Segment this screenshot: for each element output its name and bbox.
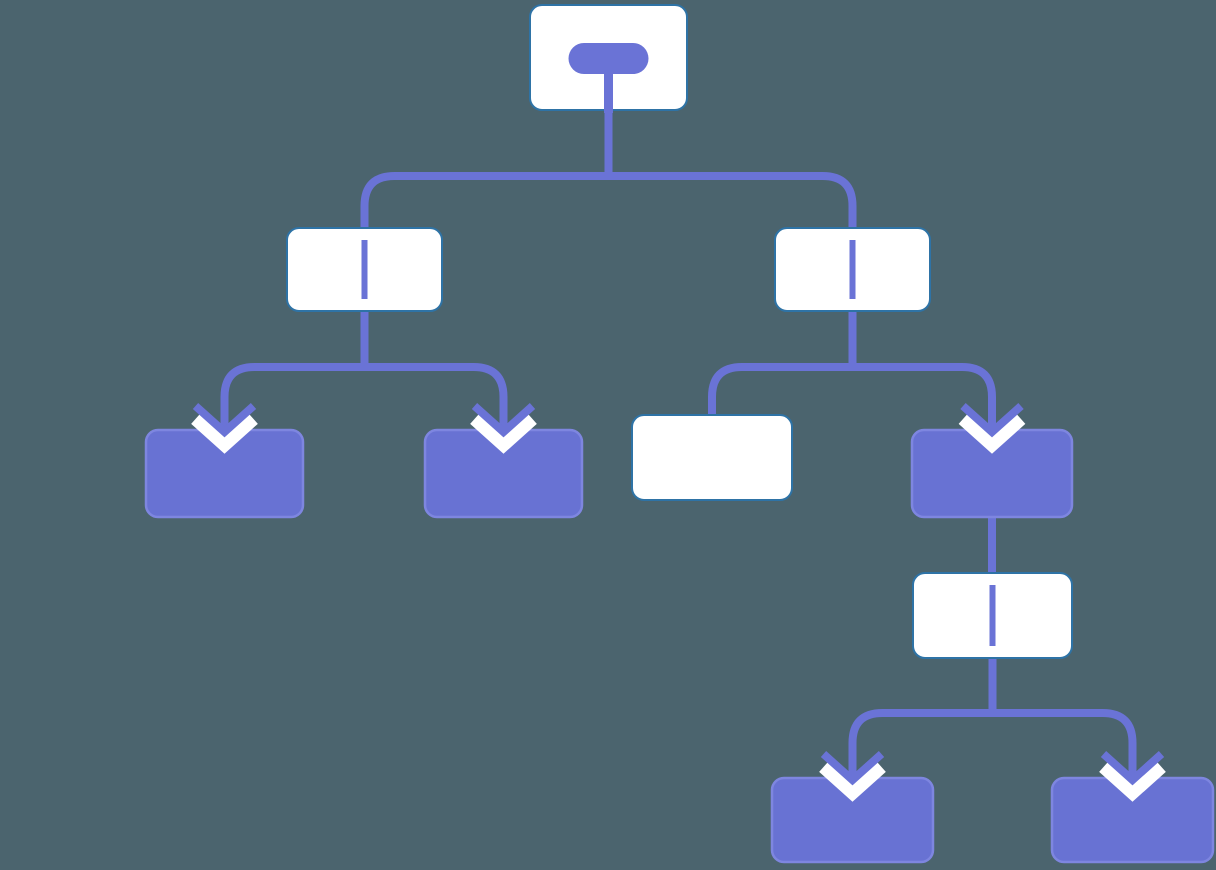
chevron-white xyxy=(958,414,1026,454)
chevron-white xyxy=(470,414,537,454)
double-chevron-arrow-icon xyxy=(1099,751,1166,802)
connector-layer xyxy=(220,106,1137,778)
double-chevron-arrow-icon xyxy=(958,403,1026,454)
tree-node-plain-1[interactable] xyxy=(631,414,793,501)
connector-edge-split-b-plain-1 xyxy=(708,307,857,421)
pill-icon xyxy=(568,43,649,74)
connector-edge-root-split-a xyxy=(360,106,613,234)
plain-box[interactable] xyxy=(631,414,793,501)
stem-line xyxy=(604,72,613,113)
double-chevron-arrow-icon xyxy=(819,751,886,802)
tree-node-split-a[interactable] xyxy=(286,227,443,312)
tree-node-root[interactable] xyxy=(529,4,688,113)
arrow-layer xyxy=(191,403,1166,802)
connector-edge-split-b-leaf-3 xyxy=(848,307,996,430)
connector-edge-split-c-leaf-4 xyxy=(848,654,997,778)
divider-line xyxy=(361,240,368,299)
connector-edge-split-a-leaf-1 xyxy=(220,307,369,430)
chevron-purple xyxy=(820,751,885,786)
divider-line xyxy=(849,240,856,299)
chevron-purple xyxy=(1100,751,1165,786)
chevron-purple xyxy=(960,403,1024,438)
connector-edge-split-c-leaf-5 xyxy=(988,654,1137,778)
double-chevron-arrow-icon xyxy=(191,403,258,454)
chevron-white xyxy=(191,414,258,454)
connector-edge-split-a-leaf-2 xyxy=(360,307,508,430)
node-layer xyxy=(144,4,1215,864)
double-chevron-arrow-icon xyxy=(470,403,537,454)
tree-node-split-c[interactable] xyxy=(912,572,1073,659)
connector-edge-root-split-b xyxy=(604,106,857,234)
chevron-white xyxy=(819,762,886,802)
chevron-white xyxy=(1099,762,1166,802)
chevron-purple xyxy=(192,403,257,438)
divider-line xyxy=(989,585,996,646)
chevron-purple xyxy=(471,403,536,438)
tree-node-split-b[interactable] xyxy=(774,227,931,312)
